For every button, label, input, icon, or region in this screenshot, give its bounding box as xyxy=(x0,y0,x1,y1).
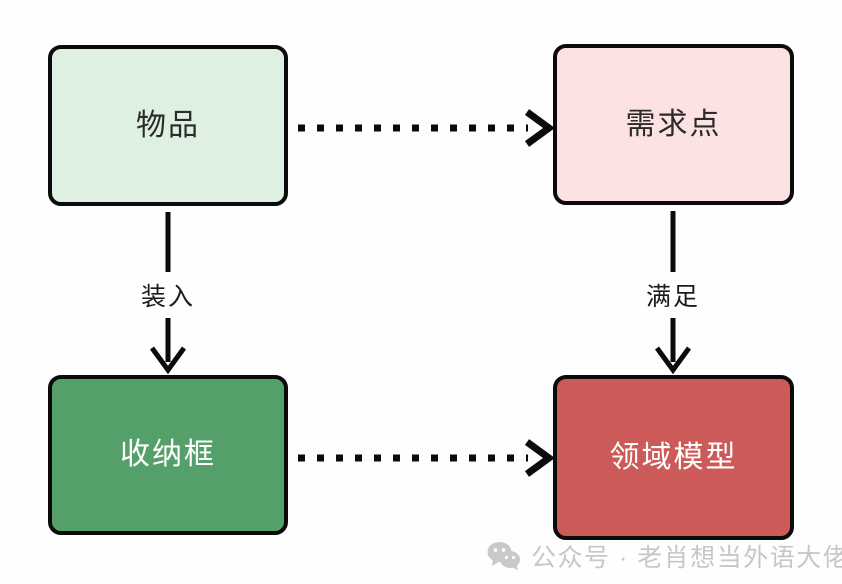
edge-container-to-domain-arrowhead xyxy=(524,439,555,477)
node-item[interactable]: 物品 xyxy=(48,45,288,206)
node-domain[interactable]: 领域模型 xyxy=(553,375,794,540)
node-demand-label: 需求点 xyxy=(625,107,722,141)
node-demand[interactable]: 需求点 xyxy=(553,44,794,205)
edge-item-to-demand xyxy=(298,109,555,147)
node-container-label: 收纳框 xyxy=(120,438,216,471)
edge-label-demand-to-domain: 满足 xyxy=(637,275,709,315)
node-container[interactable]: 收纳框 xyxy=(48,375,288,535)
edge-label-item-to-container: 装入 xyxy=(132,275,204,315)
wechat-icon xyxy=(487,541,521,571)
edge-item-to-container-arrowhead xyxy=(149,346,187,375)
node-item-label: 物品 xyxy=(136,108,200,142)
edge-item-to-demand-arrowhead xyxy=(524,109,555,147)
watermark: 公众号 · 老肖想当外语大佬 xyxy=(487,538,842,574)
edge-demand-to-domain-arrowhead xyxy=(654,346,692,375)
node-domain-label: 领域模型 xyxy=(609,440,738,474)
edge-container-to-domain xyxy=(298,439,555,477)
watermark-text: 公众号 · 老肖想当外语大佬 xyxy=(531,544,842,572)
